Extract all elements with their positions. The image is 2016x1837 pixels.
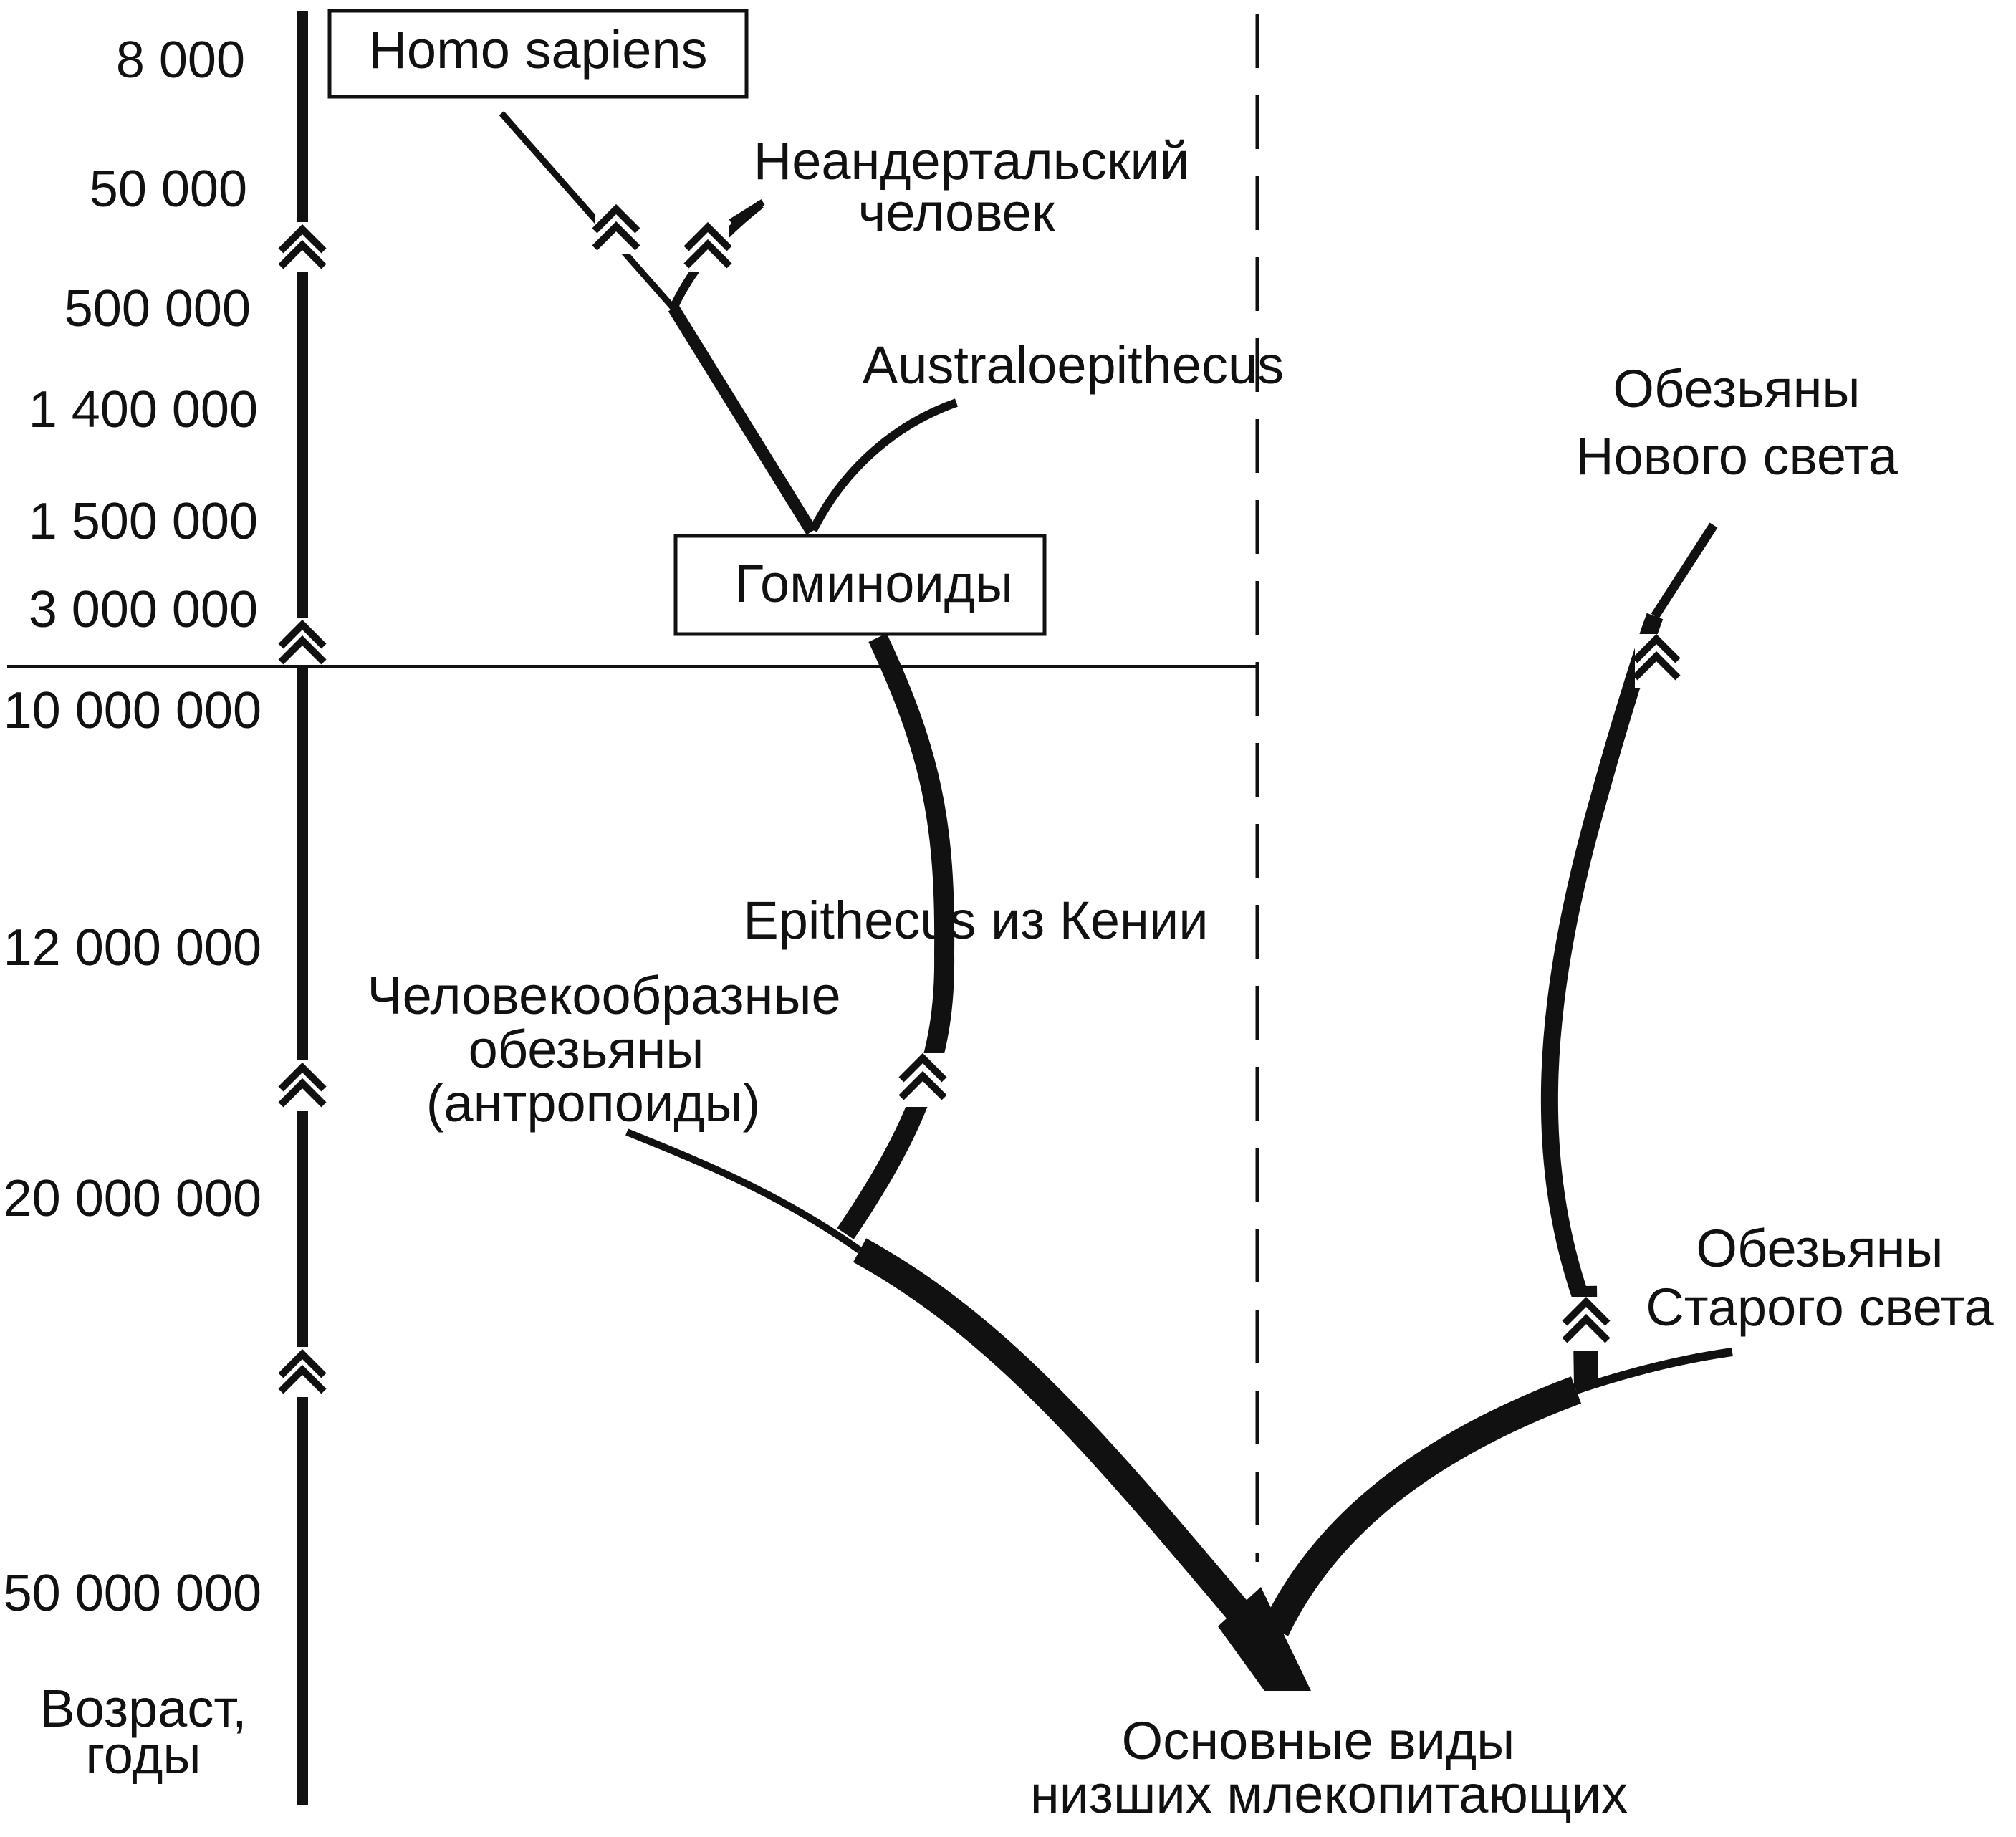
branch-break-marker <box>1562 1296 1611 1351</box>
label-epithecus: Epithecus из Кении <box>743 891 1208 950</box>
label-old-world-monkeys: Обезьяны <box>1696 1219 1943 1278</box>
label-australopithecus: Australoepithecus <box>863 335 1284 395</box>
branch-new-world-tip <box>1651 522 1718 619</box>
age-tick-label: 8 000 <box>116 32 245 89</box>
label-new-world-monkeys: Обезьяны <box>1613 359 1860 418</box>
branch-anthropoid-trunk <box>853 1238 1286 1664</box>
label-neanderthal: Неандертальский <box>754 131 1189 191</box>
age-tick-label: 20 000 000 <box>4 1170 261 1227</box>
age-tick-label: 12 000 000 <box>4 919 261 977</box>
age-tick-label: 500 000 <box>64 280 251 337</box>
branch-neanderthal-dash <box>729 199 765 225</box>
age-tick-label: 50 000 <box>90 160 247 218</box>
label-root-mammals: низших млекопитающих <box>1030 1765 1628 1824</box>
label-anthropoids: обезьяны <box>469 1020 704 1079</box>
branch-new-world <box>1540 613 1664 1303</box>
axis-break-marker <box>278 1060 327 1111</box>
age-tick-label: 10 000 000 <box>4 682 261 739</box>
branch-break-marker <box>898 1052 947 1107</box>
axis-break-marker <box>278 222 327 272</box>
branch-australopithecus <box>809 398 958 532</box>
label-root-mammals: Основные виды <box>1122 1711 1515 1770</box>
branch-anthropoids <box>625 1128 862 1254</box>
branch-monkeys-base <box>1262 1376 1582 1636</box>
label-new-world-monkeys: Нового света <box>1575 426 1899 486</box>
age-tick-label: 1 500 000 <box>29 493 258 550</box>
axis-title: годы <box>85 1725 201 1785</box>
axis-title: Возраст, <box>39 1679 246 1738</box>
label-anthropoids: (антропоиды) <box>426 1073 760 1133</box>
branch-homo-sapiens <box>499 111 676 310</box>
label-anthropoids: Человекообразные <box>367 966 840 1025</box>
branch-break-marker <box>683 221 732 272</box>
homo-sapiens-box <box>327 9 749 99</box>
branch-epithecus <box>837 633 955 1239</box>
branch-root-base <box>1218 1587 1311 1691</box>
label-homo-sapiens: Homo sapiens <box>368 20 707 80</box>
axis-break-marker <box>278 618 327 668</box>
age-tick-label: 50 000 000 <box>4 1565 261 1622</box>
label-neanderthal: человек <box>858 183 1055 242</box>
axis-break-marker <box>278 1347 327 1397</box>
age-tick-label: 3 000 000 <box>29 581 258 638</box>
label-hominoids: Гоминоиды <box>735 554 1013 613</box>
branch-break-marker <box>1632 633 1681 688</box>
age-tick-label: 1 400 000 <box>29 381 258 438</box>
branch-old-world <box>1575 1348 1733 1394</box>
label-old-world-monkeys: Старого света <box>1646 1277 1994 1337</box>
branch-hominoids <box>668 304 817 535</box>
hominoids-box <box>673 534 1047 636</box>
branch-break-marker <box>592 203 640 254</box>
